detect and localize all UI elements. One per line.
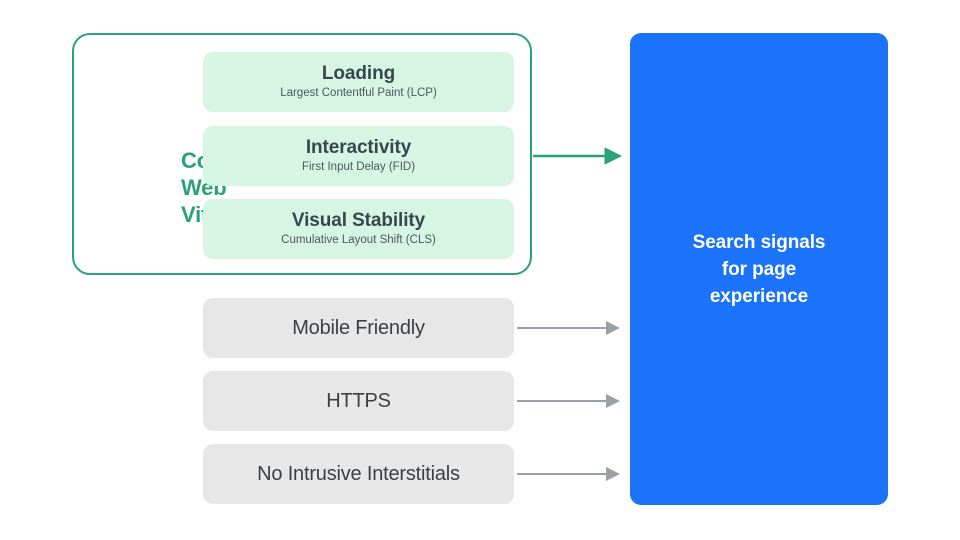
vital-card-loading: Loading Largest Contentful Paint (LCP) xyxy=(203,52,514,112)
vital-card-title: Visual Stability xyxy=(291,210,426,231)
search-signals-result-box: Search signals for page experience xyxy=(630,33,888,505)
vital-card-title: Loading xyxy=(321,63,396,84)
vital-card-visual-stability: Visual Stability Cumulative Layout Shift… xyxy=(203,199,514,259)
vital-card-subtitle: Cumulative Layout Shift (CLS) xyxy=(281,234,436,246)
signal-box-https: HTTPS xyxy=(203,371,514,431)
signal-box-label: No Intrusive Interstitials xyxy=(257,462,460,485)
vital-card-subtitle: Largest Contentful Paint (LCP) xyxy=(280,87,437,99)
signal-box-no-intrusive-interstitials: No Intrusive Interstitials xyxy=(203,444,514,504)
search-signals-result-label: Search signals for page experience xyxy=(692,231,826,307)
vital-card-subtitle: First Input Delay (FID) xyxy=(301,161,416,173)
vital-card-title: Interactivity xyxy=(305,137,412,158)
signal-box-label: Mobile Friendly xyxy=(292,316,425,339)
signal-box-label: HTTPS xyxy=(326,389,391,412)
signal-box-mobile-friendly: Mobile Friendly xyxy=(203,298,514,358)
vital-card-interactivity: Interactivity First Input Delay (FID) xyxy=(203,126,514,186)
